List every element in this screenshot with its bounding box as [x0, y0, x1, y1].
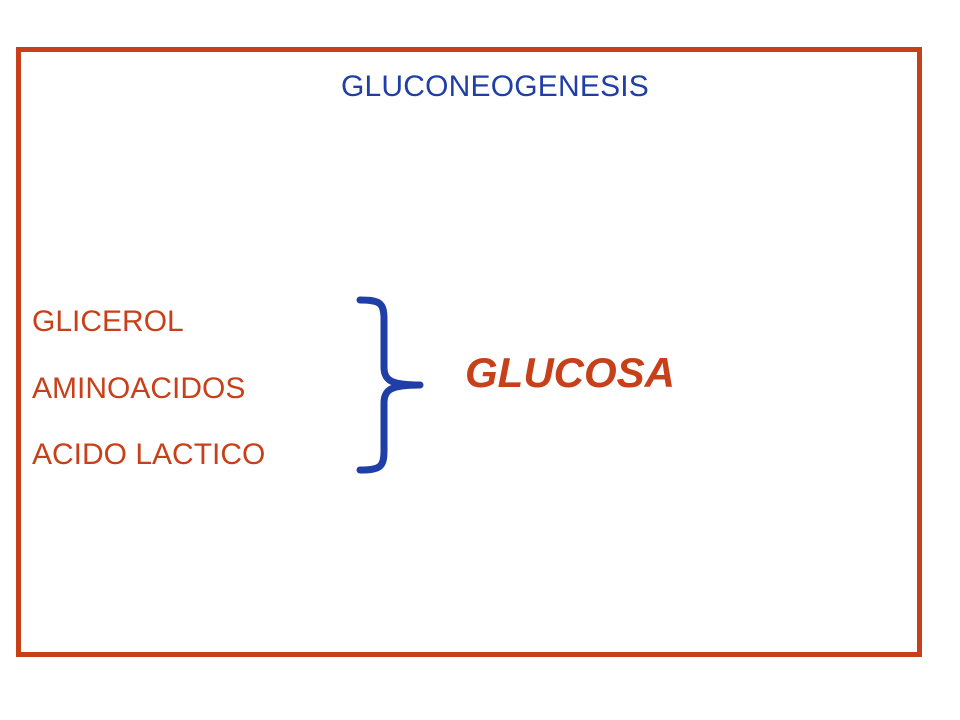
diagram-title: GLUCONEOGENESIS: [340, 70, 650, 103]
substrate-acido-lactico: ACIDO LACTICO: [32, 438, 266, 471]
slide-frame: [16, 47, 922, 657]
right-brace-icon: [356, 296, 424, 474]
substrate-aminoacidos: AMINOACIDOS: [32, 372, 246, 405]
product-glucosa: GLUCOSA: [465, 349, 675, 396]
substrate-glicerol: GLICEROL: [32, 305, 184, 338]
